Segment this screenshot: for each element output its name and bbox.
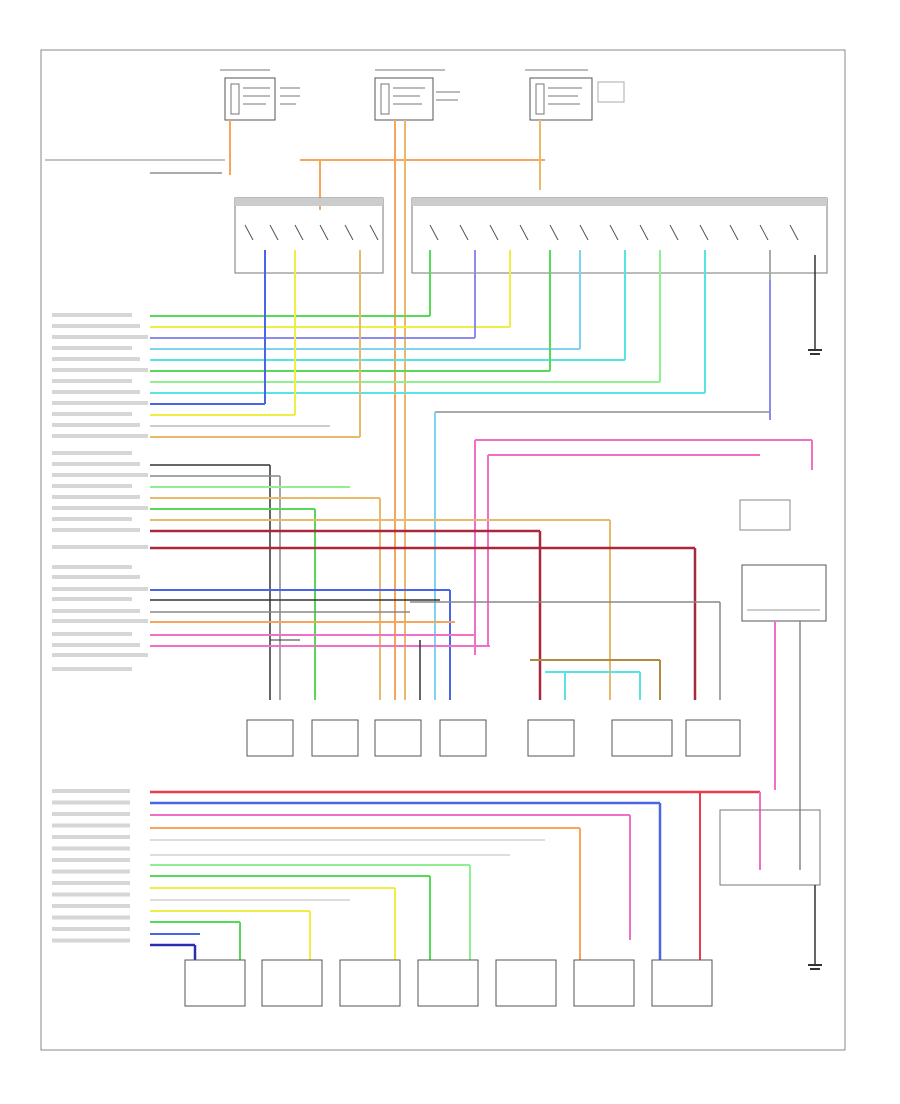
label-bar — [52, 904, 130, 908]
connector-pins — [244, 224, 799, 241]
label-bar — [52, 368, 148, 372]
module-right — [739, 499, 827, 870]
label-bar — [52, 812, 130, 816]
label-bar — [52, 892, 130, 897]
label-bar — [52, 858, 130, 862]
label-bar — [52, 346, 132, 350]
label-bar — [52, 379, 132, 383]
label-bar — [52, 800, 130, 805]
label-bar — [52, 881, 130, 885]
label-bar — [52, 451, 132, 455]
label-bar — [52, 789, 130, 793]
switch-contact — [669, 224, 679, 241]
switch-contact — [759, 224, 769, 241]
wire-bundle-middle — [150, 464, 721, 700]
switch-box-lower-right — [719, 809, 822, 970]
label-bar — [52, 412, 132, 416]
label-bar — [52, 653, 148, 657]
switch-contact — [269, 224, 279, 241]
label-bar — [52, 357, 140, 361]
label-bar — [52, 587, 148, 591]
switch-contact — [609, 224, 619, 241]
fuse-block-center — [374, 69, 460, 121]
label-bar — [52, 619, 148, 623]
label-bar — [52, 915, 130, 920]
switch-contact — [729, 224, 739, 241]
label-bar — [52, 506, 148, 510]
switch-contact — [699, 224, 709, 241]
switch-contact — [244, 224, 254, 241]
label-bar — [52, 938, 130, 943]
label-bar — [52, 835, 130, 839]
label-bar — [52, 484, 132, 488]
switch-contact — [639, 224, 649, 241]
label-bar — [52, 846, 130, 851]
label-bar — [52, 401, 148, 405]
wire-bundle-upper — [150, 250, 771, 700]
switch-contact — [369, 224, 379, 241]
label-bar — [52, 667, 132, 671]
label-bar — [52, 869, 130, 874]
switch-contact — [319, 224, 329, 241]
switch-contact — [579, 224, 589, 241]
label-bar — [52, 528, 140, 532]
label-bar — [52, 423, 140, 427]
label-bar — [52, 495, 140, 499]
label-bar — [52, 643, 140, 647]
label-bar — [52, 609, 140, 613]
label-bar — [52, 575, 140, 579]
fuse-block-left — [220, 69, 300, 121]
label-bar — [52, 434, 148, 438]
switch-contact — [519, 224, 529, 241]
fuse-block-right — [525, 69, 625, 121]
label-bar — [52, 473, 148, 477]
label-bar — [52, 390, 140, 394]
switch-contact — [429, 224, 439, 241]
label-bar — [52, 565, 132, 569]
label-bar — [52, 313, 132, 317]
label-bar — [52, 324, 140, 328]
connector-labels-left — [52, 313, 148, 943]
label-bar — [52, 632, 132, 636]
relay-block-left — [234, 197, 384, 274]
diagram-border — [40, 49, 846, 1051]
ground-symbol-right — [808, 255, 822, 355]
wire-bundle-lower — [150, 790, 761, 960]
motor-row-upper — [246, 719, 741, 757]
switch-contact — [344, 224, 354, 241]
switch-contact — [459, 224, 469, 241]
label-bar — [52, 823, 130, 828]
switch-contact — [294, 224, 304, 241]
switch-contact — [489, 224, 499, 241]
motor-row-lower — [184, 959, 713, 1007]
label-bar — [52, 545, 148, 549]
switch-contact — [789, 224, 799, 241]
relay-block-right — [411, 197, 828, 274]
label-bar — [52, 462, 140, 466]
switch-contact — [549, 224, 559, 241]
label-bar — [52, 335, 148, 339]
label-bar — [52, 927, 130, 931]
label-bar — [52, 597, 132, 601]
label-bar — [52, 517, 132, 521]
